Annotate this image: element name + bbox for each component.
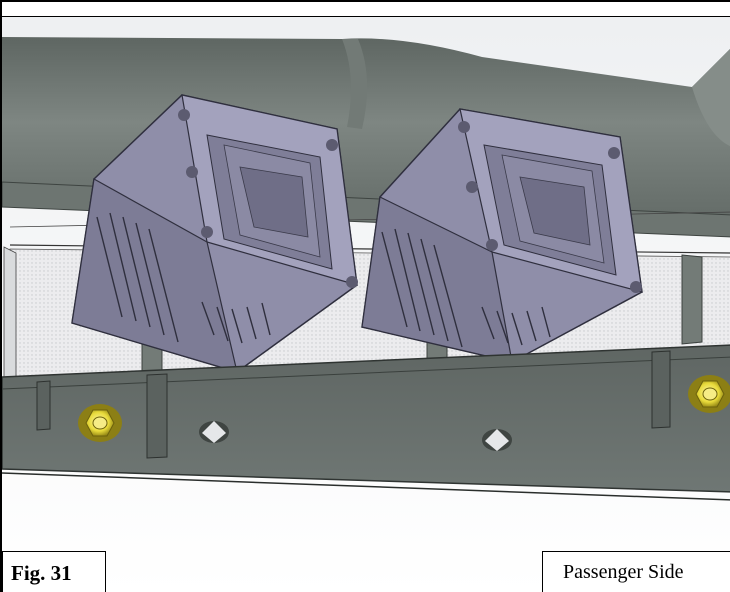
plate-flange-right: [651, 350, 671, 429]
mounting-hole-icon: [199, 421, 229, 443]
figure-caption: Passenger Side: [542, 551, 730, 592]
left-side-panel: [3, 246, 17, 386]
cad-render: [2, 17, 730, 592]
tube-right-lobe: [692, 48, 730, 147]
mount-post-3: [681, 254, 703, 345]
figure-label: Fig. 31: [2, 551, 106, 592]
plate-bottom-edge: [2, 472, 730, 501]
cube-light-icon: [361, 108, 643, 363]
top-border-strip: [2, 2, 730, 17]
plate-top-edge: [2, 356, 730, 390]
cube-light-icon: [71, 94, 358, 373]
bolt-nut-icon: [688, 375, 730, 413]
bolt-nut-icon: [78, 404, 122, 442]
lower-bracket-plate: [2, 344, 730, 493]
plate-flange-left: [36, 373, 168, 459]
mounting-hole-icon: [482, 429, 512, 451]
tube-joint: [342, 39, 368, 129]
